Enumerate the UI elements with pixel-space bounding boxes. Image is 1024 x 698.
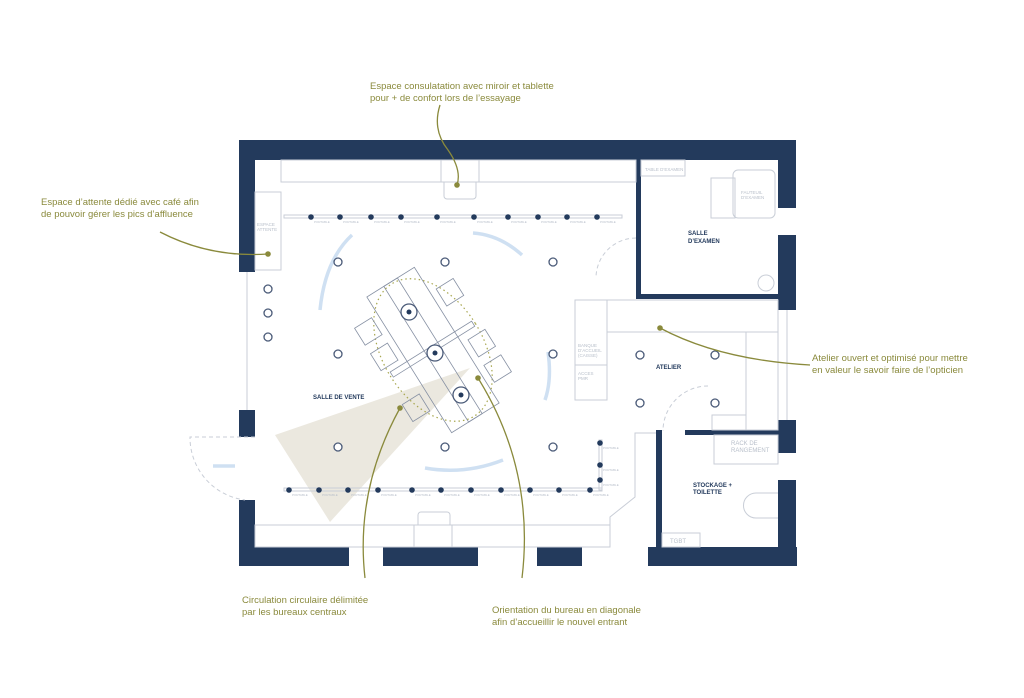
- track-spot-label: PORTABLE: [603, 468, 619, 472]
- track-spot-label: PORTABLE: [292, 493, 308, 497]
- track-spot-icon: [597, 477, 603, 483]
- track-spot-label: PORTABLE: [381, 493, 397, 497]
- annotation-consultation-2: pour + de confort lors de l’essayage: [370, 93, 521, 104]
- track-spot-label: PORTABLE: [593, 493, 609, 497]
- ceiling-light: [263, 332, 273, 342]
- room-storage-1: STOCKAGE +: [693, 483, 733, 489]
- track-spot-icon: [498, 487, 504, 493]
- ceiling-light: [333, 257, 343, 267]
- track-spot-icon: [438, 487, 444, 493]
- ceiling-light: [333, 349, 343, 359]
- track-spot-label: PORTABLE: [404, 220, 420, 224]
- track-spot-label: PORTABLE: [440, 220, 456, 224]
- track-spot-label: PORTABLE: [511, 220, 527, 224]
- track-spot-label: PORTABLE: [603, 483, 619, 487]
- track-spot-label: PORTABLE: [600, 220, 616, 224]
- label-reception-2: D’ACCUEIL: [578, 348, 602, 353]
- label-reception-1: BANQUE: [578, 343, 597, 348]
- track-spot-icon: [505, 214, 511, 220]
- ceiling-light: [635, 398, 645, 408]
- annotation-circulation-1: Circulation circulaire délimitée: [242, 595, 368, 606]
- track-spot-label: PORTABLE: [374, 220, 390, 224]
- track-spot-icon: [375, 487, 381, 493]
- track-spot-icon: [594, 214, 600, 220]
- label-rack-2: RANGEMENT: [731, 448, 770, 454]
- track-spot-icon: [316, 487, 322, 493]
- room-exam-1: SALLE: [688, 231, 708, 237]
- track-spot-label: PORTABLE: [477, 220, 493, 224]
- track-spot-label: PORTABLE: [562, 493, 578, 497]
- track-spot-icon: [527, 487, 533, 493]
- track-spot-icon: [556, 487, 562, 493]
- track-spot-icon: [337, 214, 343, 220]
- annotation-circulation-2: par les bureaux centraux: [242, 607, 347, 618]
- walls: [239, 140, 797, 566]
- track-spot-icon: [434, 214, 440, 220]
- track-spot-icon: [286, 487, 292, 493]
- label-pmr-2: PMR: [578, 376, 589, 381]
- track-spots: PORTABLE PORTABLE PORTABLE PORTABLE PORTABLE…: [286, 214, 619, 497]
- track-spot-icon: [564, 214, 570, 220]
- ceiling-light: [263, 284, 273, 294]
- annotation-waiting-2: de pouvoir gérer les pics d’affluence: [41, 209, 193, 220]
- ceiling-light: [548, 442, 558, 452]
- track-spot-label: PORTABLE: [444, 493, 460, 497]
- ceiling-light: [710, 398, 720, 408]
- label-waiting-area-2: ATTENTE: [257, 227, 277, 232]
- track-spot-icon: [471, 214, 477, 220]
- track-spot-icon: [597, 440, 603, 446]
- ceiling-light: [263, 308, 273, 318]
- room-sales: SALLE DE VENTE: [313, 395, 364, 401]
- annotation-orientation-2: afin d’accueillir le nouvel entrant: [492, 617, 628, 628]
- track-spot-label: PORTABLE: [603, 446, 619, 450]
- track-spot-label: PORTABLE: [343, 220, 359, 224]
- room-exam-2: D’EXAMEN: [688, 239, 720, 245]
- label-exam-chair-1: FAUTEUIL: [741, 190, 763, 195]
- track-spot-label: PORTABLE: [504, 493, 520, 497]
- track-spot-icon: [398, 214, 404, 220]
- label-tgbt: TGBT: [670, 539, 686, 545]
- ceiling-light: [548, 257, 558, 267]
- ceiling-light: [548, 349, 558, 359]
- ceiling-light: [635, 350, 645, 360]
- room-storage-2: TOILETTE: [693, 490, 722, 496]
- annotation-atelier-1: Atelier ouvert et optimisé pour mettre: [812, 353, 968, 364]
- annotation-atelier-2: en valeur le savoir faire de l’opticien: [812, 365, 963, 376]
- track-spot-icon: [587, 487, 593, 493]
- furniture: [189, 159, 788, 548]
- track-spot-label: PORTABLE: [541, 220, 557, 224]
- label-pmr-1: ACCES: [578, 371, 594, 376]
- track-spot-label: PORTABLE: [533, 493, 549, 497]
- track-spot-label: PORTABLE: [474, 493, 490, 497]
- track-spot-icon: [468, 487, 474, 493]
- track-spot-label: PORTABLE: [415, 493, 431, 497]
- label-waiting-area-1: ESPACE: [257, 222, 275, 227]
- label-reception-3: (CAISSE): [578, 353, 598, 358]
- ceiling-lights: [263, 257, 720, 452]
- track-spot-label: PORTABLE: [351, 493, 367, 497]
- track-spot-icon: [535, 214, 541, 220]
- ceiling-light: [440, 442, 450, 452]
- track-spot-icon: [597, 462, 603, 468]
- annotation-waiting-1: Espace d’attente dédié avec café afin: [41, 197, 199, 208]
- annotation-consultation-1: Espace consulatation avec miroir et tabl…: [370, 81, 554, 92]
- track-spot-label: PORTABLE: [314, 220, 330, 224]
- annotation-orientation-1: Orientation du bureau en diagonale: [492, 605, 641, 616]
- label-exam-table: TABLE D’EXAMEN: [645, 167, 683, 172]
- track-spot-label: PORTABLE: [570, 220, 586, 224]
- room-atelier: ATELIER: [656, 365, 682, 371]
- annotation-leaders: [159, 104, 811, 579]
- track-spot-icon: [409, 487, 415, 493]
- ceiling-light: [333, 442, 343, 452]
- track-spot-icon: [345, 487, 351, 493]
- track-spot-icon: [308, 214, 314, 220]
- circulation-arrows: [213, 231, 552, 472]
- ceiling-light: [710, 350, 720, 360]
- track-spot-icon: [368, 214, 374, 220]
- track-spot-label: PORTABLE: [322, 493, 338, 497]
- view-cone: [275, 368, 470, 522]
- label-rack-1: RACK DE: [731, 441, 758, 447]
- label-exam-chair-2: D’EXAMEN: [741, 195, 764, 200]
- ceiling-light: [440, 257, 450, 267]
